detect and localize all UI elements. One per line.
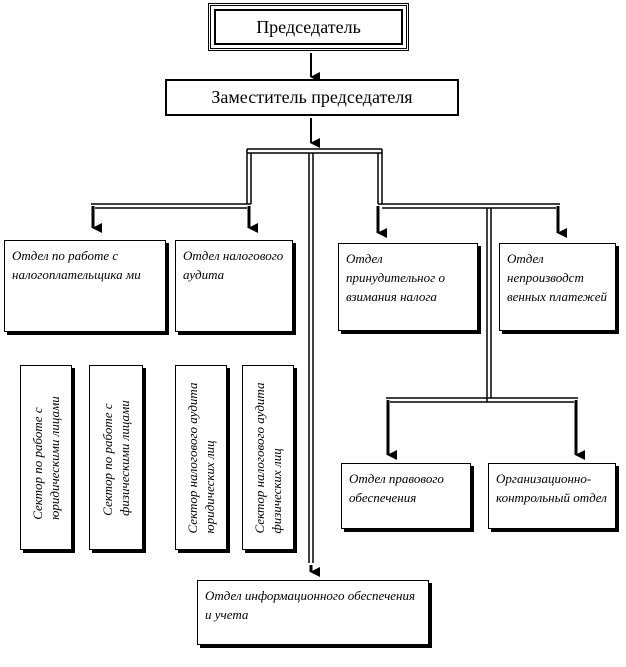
sector-individuals-line2: физическими лицами <box>117 399 132 516</box>
sector-individuals-line1: Сектор по работе с <box>100 402 115 516</box>
sector-audit-individuals-box: Сектор налогового аудита физических лиц <box>242 365 294 550</box>
dept-nonproduction-label: Отдел непроизводст венных платежей <box>507 251 607 304</box>
dept-legal-label: Отдел правового обеспечения <box>349 471 444 505</box>
sector-legal-entities-box: Сектор по работе с юридическими лицами <box>20 365 72 550</box>
sector-audit-legal-box: Сектор налогового аудита юридических лиц <box>175 365 227 550</box>
dept-legal-box: Отдел правового обеспечения <box>341 463 471 529</box>
dept-org-control-box: Организационно- контрольный отдел <box>488 463 616 529</box>
sector-audit-legal-line1: Сектор налогового аудита <box>185 382 200 533</box>
dept-audit-label: Отдел налогового аудита <box>183 248 284 282</box>
dept-audit-box: Отдел налогового аудита <box>175 240 293 332</box>
dept-nonproduction-box: Отдел непроизводст венных платежей <box>499 243 616 331</box>
dept-enforcement-label: Отдел принудительног о взимания налога <box>346 251 445 304</box>
dept-info-box: Отдел информационного обеспечения и учет… <box>197 580 429 645</box>
chairman-box: Председатель <box>208 3 409 51</box>
sector-legal-entities-line2: юридическими лицами <box>47 395 62 520</box>
dept-taxpayers-label: Отдел по работе с налогоплательщика ми <box>12 248 141 282</box>
dept-org-control-label: Организационно- контрольный отдел <box>496 471 607 505</box>
sector-individuals-box: Сектор по работе с физическими лицами <box>89 365 143 550</box>
sector-audit-individuals-line1: Сектор налогового аудита <box>252 382 267 533</box>
dept-info-label: Отдел информационного обеспечения и учет… <box>205 588 416 622</box>
dept-enforcement-box: Отдел принудительног о взимания налога <box>338 243 478 331</box>
sector-legal-entities-line1: Сектор по работе с <box>30 406 45 520</box>
deputy-box: Заместитель председателя <box>165 79 459 116</box>
chairman-label: Председатель <box>256 16 361 37</box>
dept-taxpayers-box: Отдел по работе с налогоплательщика ми <box>4 240 166 332</box>
deputy-label: Заместитель председателя <box>211 87 413 107</box>
sector-audit-individuals-line2: физических лиц <box>269 447 284 533</box>
sector-audit-legal-line2: юридических лиц <box>202 439 217 533</box>
